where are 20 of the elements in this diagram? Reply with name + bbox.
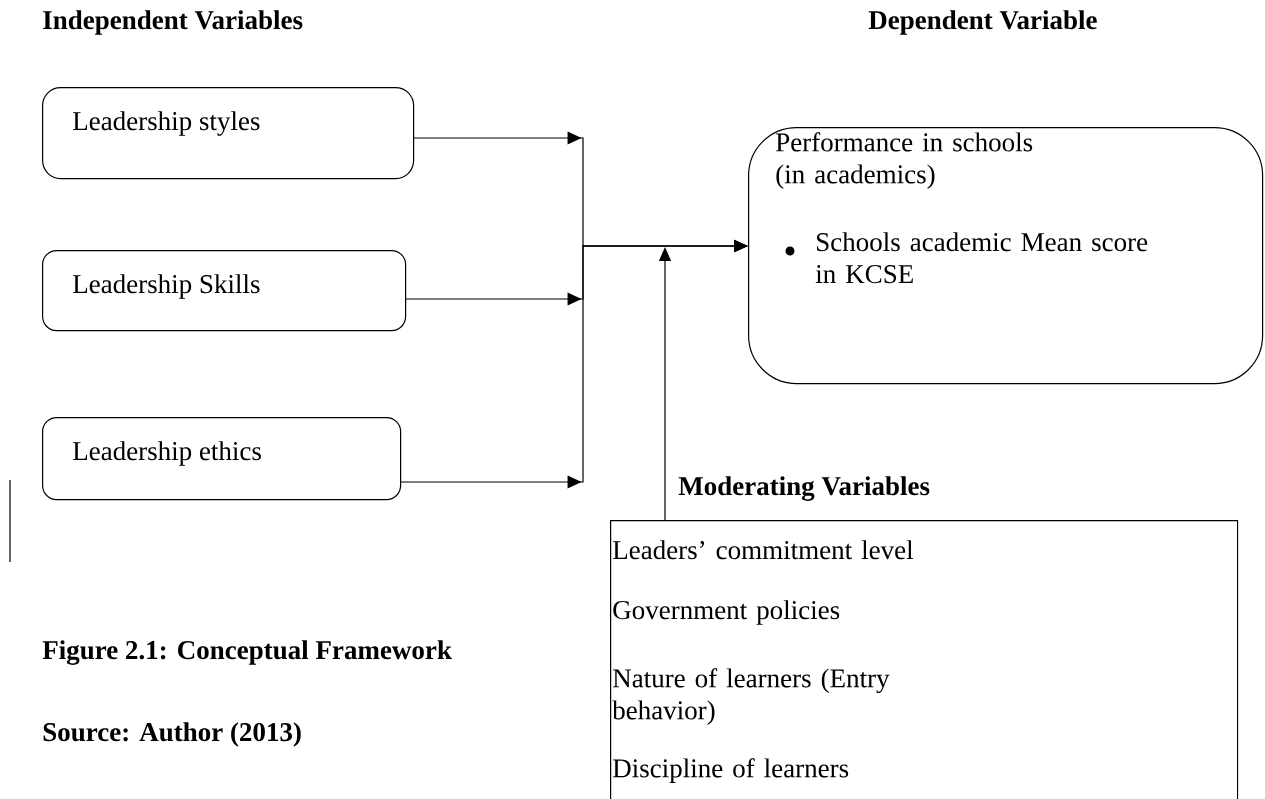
moderator-box [610, 476, 1239, 799]
variable-label: Leadership styles [73, 111, 260, 136]
variable-label: Leadership ethics [73, 441, 261, 466]
input-box [42, 250, 407, 332]
bullet-item: Schools academic Mean score in KCSE [815, 232, 1148, 284]
moderator-item: Nature of learners (Entry behavior) [612, 668, 890, 725]
box-heading: Moderating Variables [678, 476, 930, 501]
column-heading: Dependent Variable [868, 10, 1097, 35]
variable-label: Leadership Skills [73, 274, 260, 299]
arrow [399, 239, 748, 489]
moderator-item: Government policies [613, 600, 840, 625]
moderator-item: Leaders’ commitment level [613, 540, 914, 560]
outcome-label: Performance in schools (in academics) [776, 132, 1033, 189]
input-box [42, 417, 402, 501]
outcome-box [748, 127, 1264, 385]
source-note: Source: Author (2013) [43, 722, 301, 747]
figure-caption: Figure 2.1: Conceptual Framework [42, 640, 452, 665]
input-box [42, 87, 415, 180]
moderator-item: Discipline of learners [613, 758, 849, 783]
column-heading: Independent Variables [43, 10, 303, 35]
